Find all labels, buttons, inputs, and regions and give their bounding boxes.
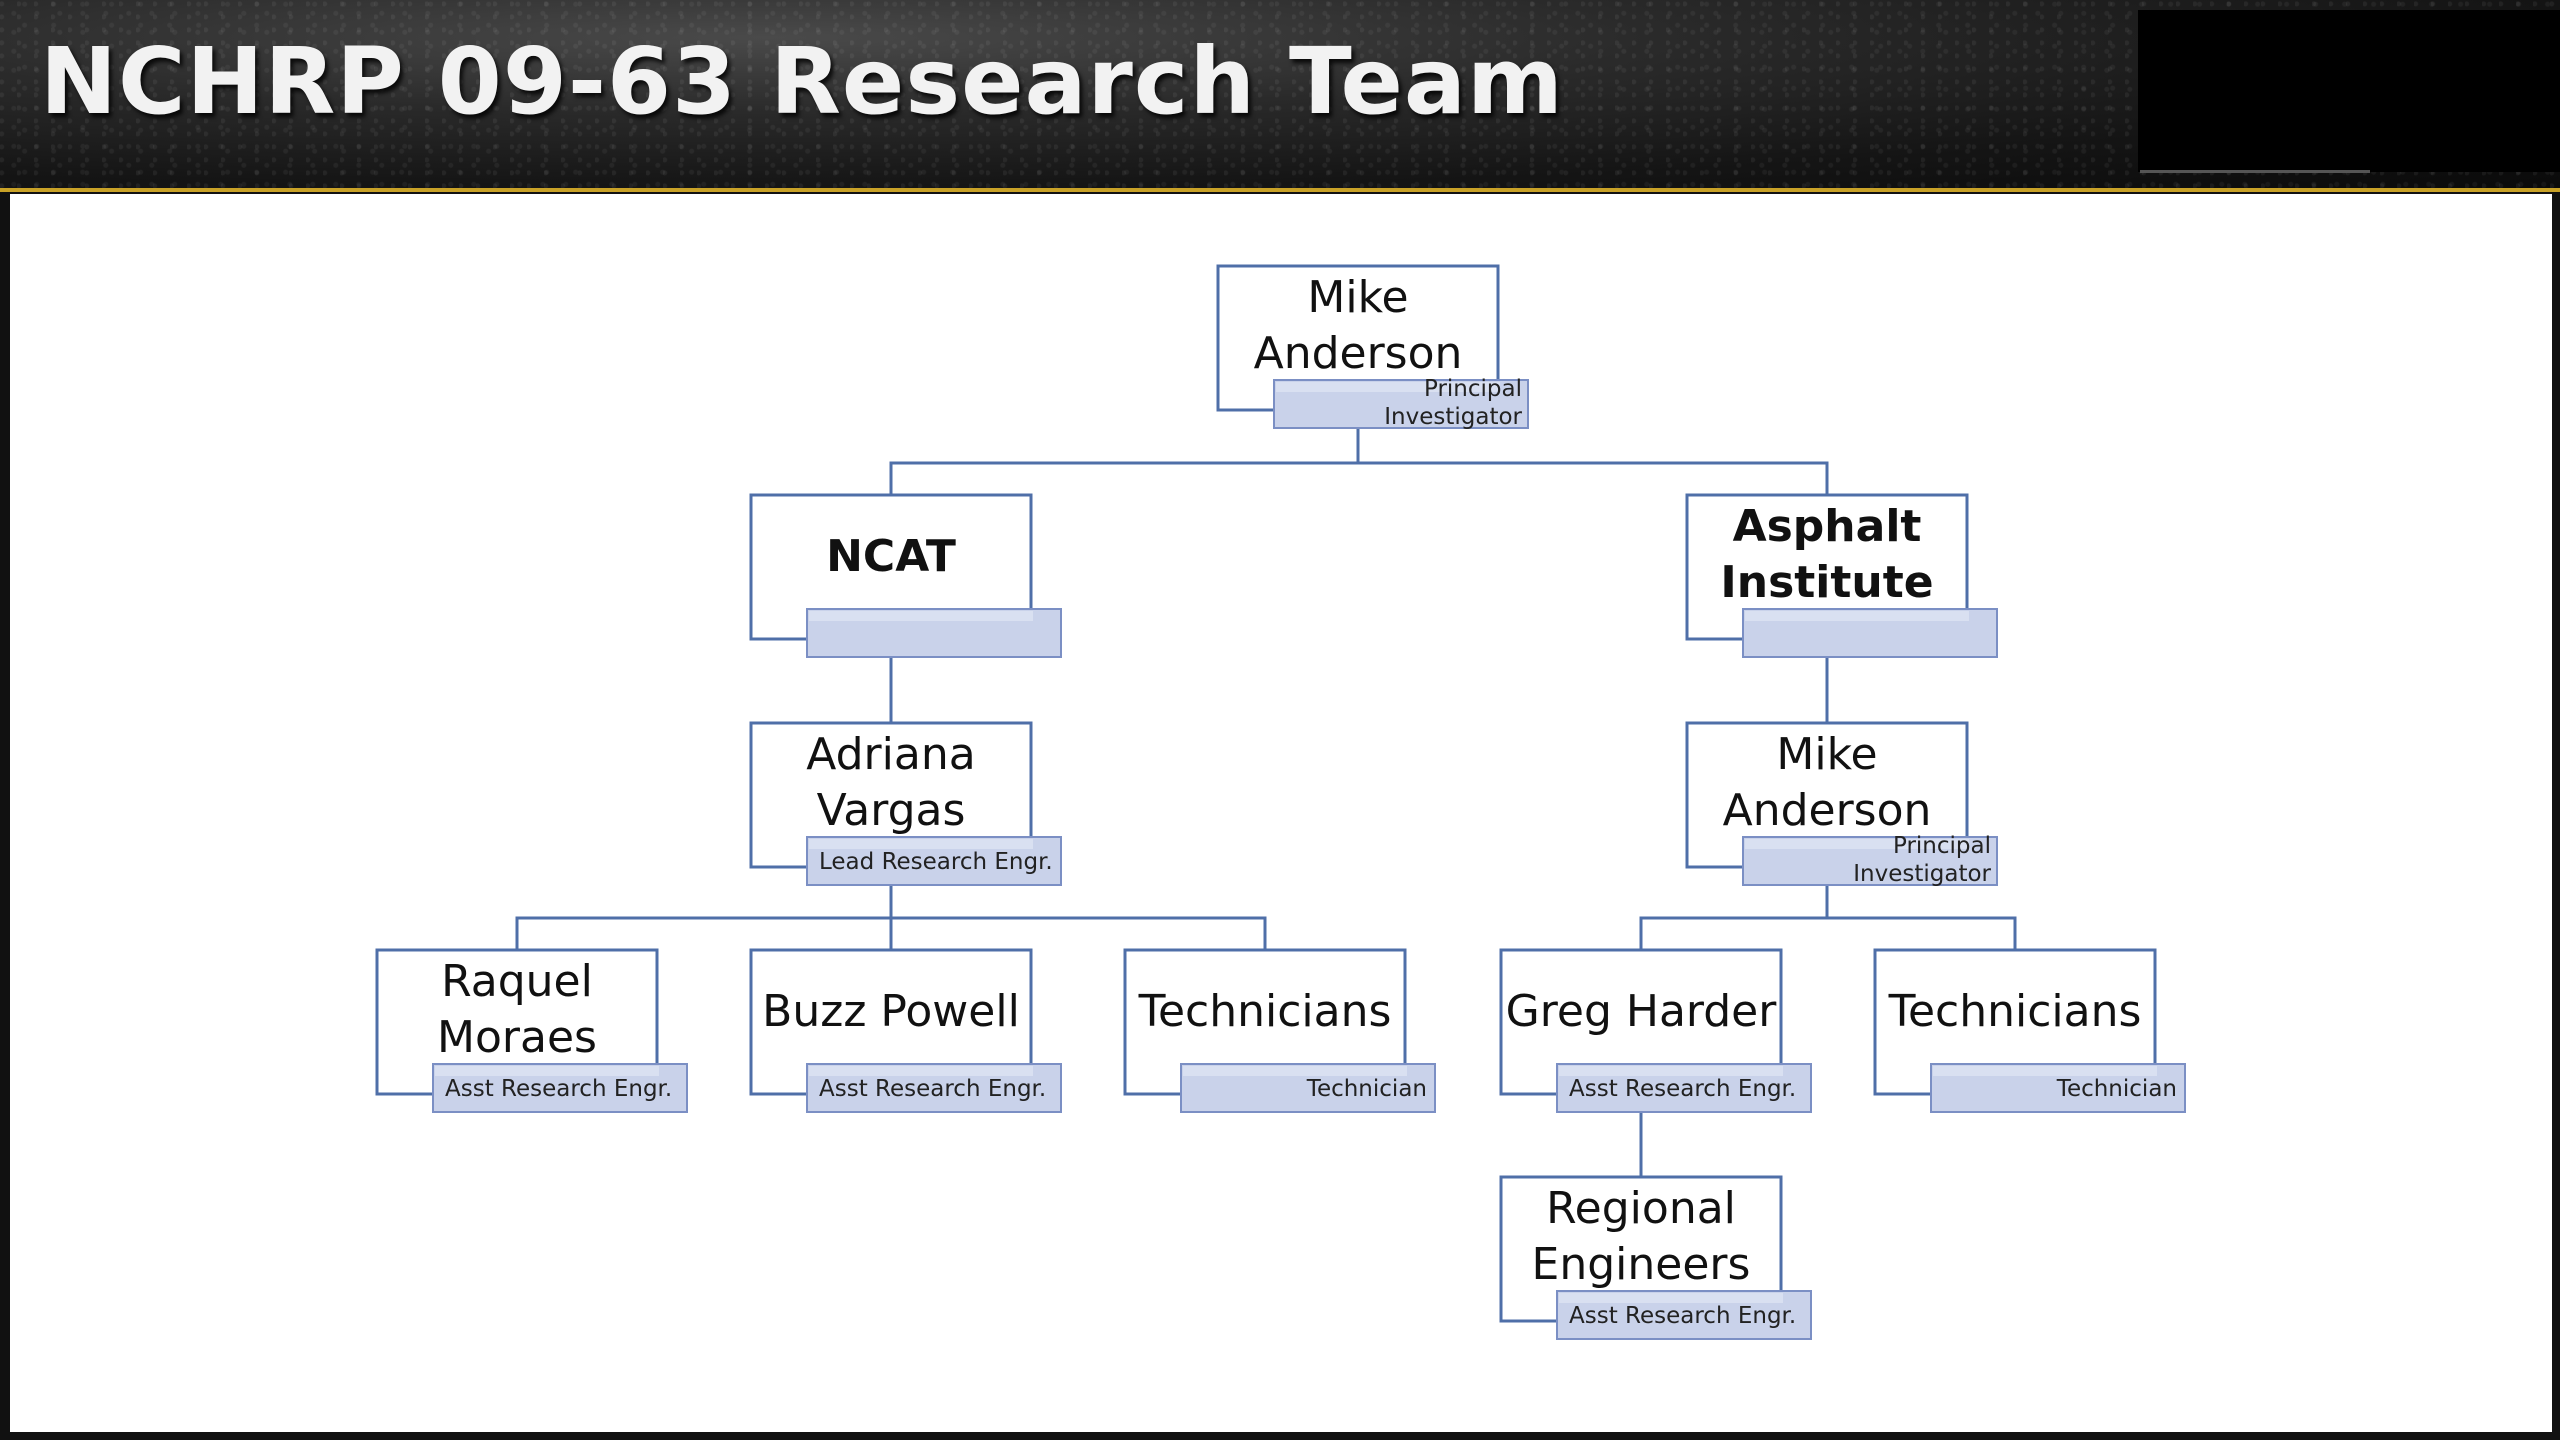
role-label: Asst Research Engr. — [445, 1076, 672, 1102]
role-label-line: Investigator — [1853, 861, 1991, 887]
node-name-line: Asphalt — [1733, 501, 1922, 552]
role-label: Technician — [1306, 1076, 1427, 1102]
connector-pi-ai — [1356, 422, 1829, 495]
role-tag-highlight — [1276, 382, 1500, 392]
connector-vargas-moraes — [515, 879, 893, 950]
connector-anderson2-harder — [1639, 879, 1829, 950]
node-name-line: Institute — [1720, 557, 1933, 608]
connector-vargas-tech1 — [889, 879, 1267, 950]
node-name-line: Technicians — [1138, 986, 1392, 1037]
slide-header: NCHRP 09-63 Research Team — [0, 0, 2560, 188]
node-name-line: Moraes — [437, 1012, 597, 1063]
role-label: Technician — [2056, 1076, 2177, 1102]
node-name-line: NCAT — [826, 531, 956, 582]
node-name-line: Mike — [1307, 272, 1408, 323]
node-name-line: Buzz Powell — [762, 986, 1020, 1037]
role-label-line: Principal — [1893, 833, 1991, 859]
node-name-line: Greg Harder — [1506, 986, 1778, 1037]
role-tag-highlight — [1559, 1066, 1783, 1076]
role-label-line: Investigator — [1384, 404, 1522, 430]
connector-pi-ncat — [889, 422, 1360, 495]
role-label: Asst Research Engr. — [1569, 1303, 1796, 1329]
node-name-line: Mike — [1776, 729, 1877, 780]
role-tag-highlight — [1933, 1066, 2157, 1076]
role-tag-highlight — [1745, 611, 1969, 621]
header-divider — [0, 188, 2560, 192]
node-name-line: Anderson — [1254, 328, 1463, 379]
slide-title: NCHRP 09-63 Research Team — [40, 28, 1564, 135]
role-tag-highlight — [435, 1066, 659, 1076]
role-tag-highlight — [1183, 1066, 1407, 1076]
role-tag-highlight — [809, 1066, 1033, 1076]
role-tag-highlight — [809, 839, 1033, 849]
role-label: Lead Research Engr. — [819, 849, 1053, 875]
node-name-line: Regional — [1546, 1183, 1736, 1234]
node-name-line: Adriana — [806, 729, 975, 780]
node-name-line: Vargas — [817, 785, 966, 836]
role-label: Asst Research Engr. — [819, 1076, 1046, 1102]
role-tag-highlight — [1559, 1293, 1783, 1303]
role-label: Asst Research Engr. — [1569, 1076, 1796, 1102]
logo-underline — [2140, 170, 2370, 173]
node-name-line: Raquel — [441, 956, 593, 1007]
role-label-line: Principal — [1424, 376, 1522, 402]
org-node-ncat: NCAT — [749, 493, 1062, 658]
node-name-line: Anderson — [1723, 785, 1932, 836]
connector-anderson2-tech2 — [1825, 879, 2017, 950]
node-name-line: Technicians — [1888, 986, 2142, 1037]
role-tag-highlight — [1745, 839, 1969, 849]
org-chart: MikeAndersonPrincipalInvestigatorNCATAsp… — [375, 264, 2186, 1340]
node-name-line: Engineers — [1532, 1239, 1751, 1290]
logo-area — [2138, 10, 2560, 172]
role-tag-highlight — [809, 611, 1033, 621]
